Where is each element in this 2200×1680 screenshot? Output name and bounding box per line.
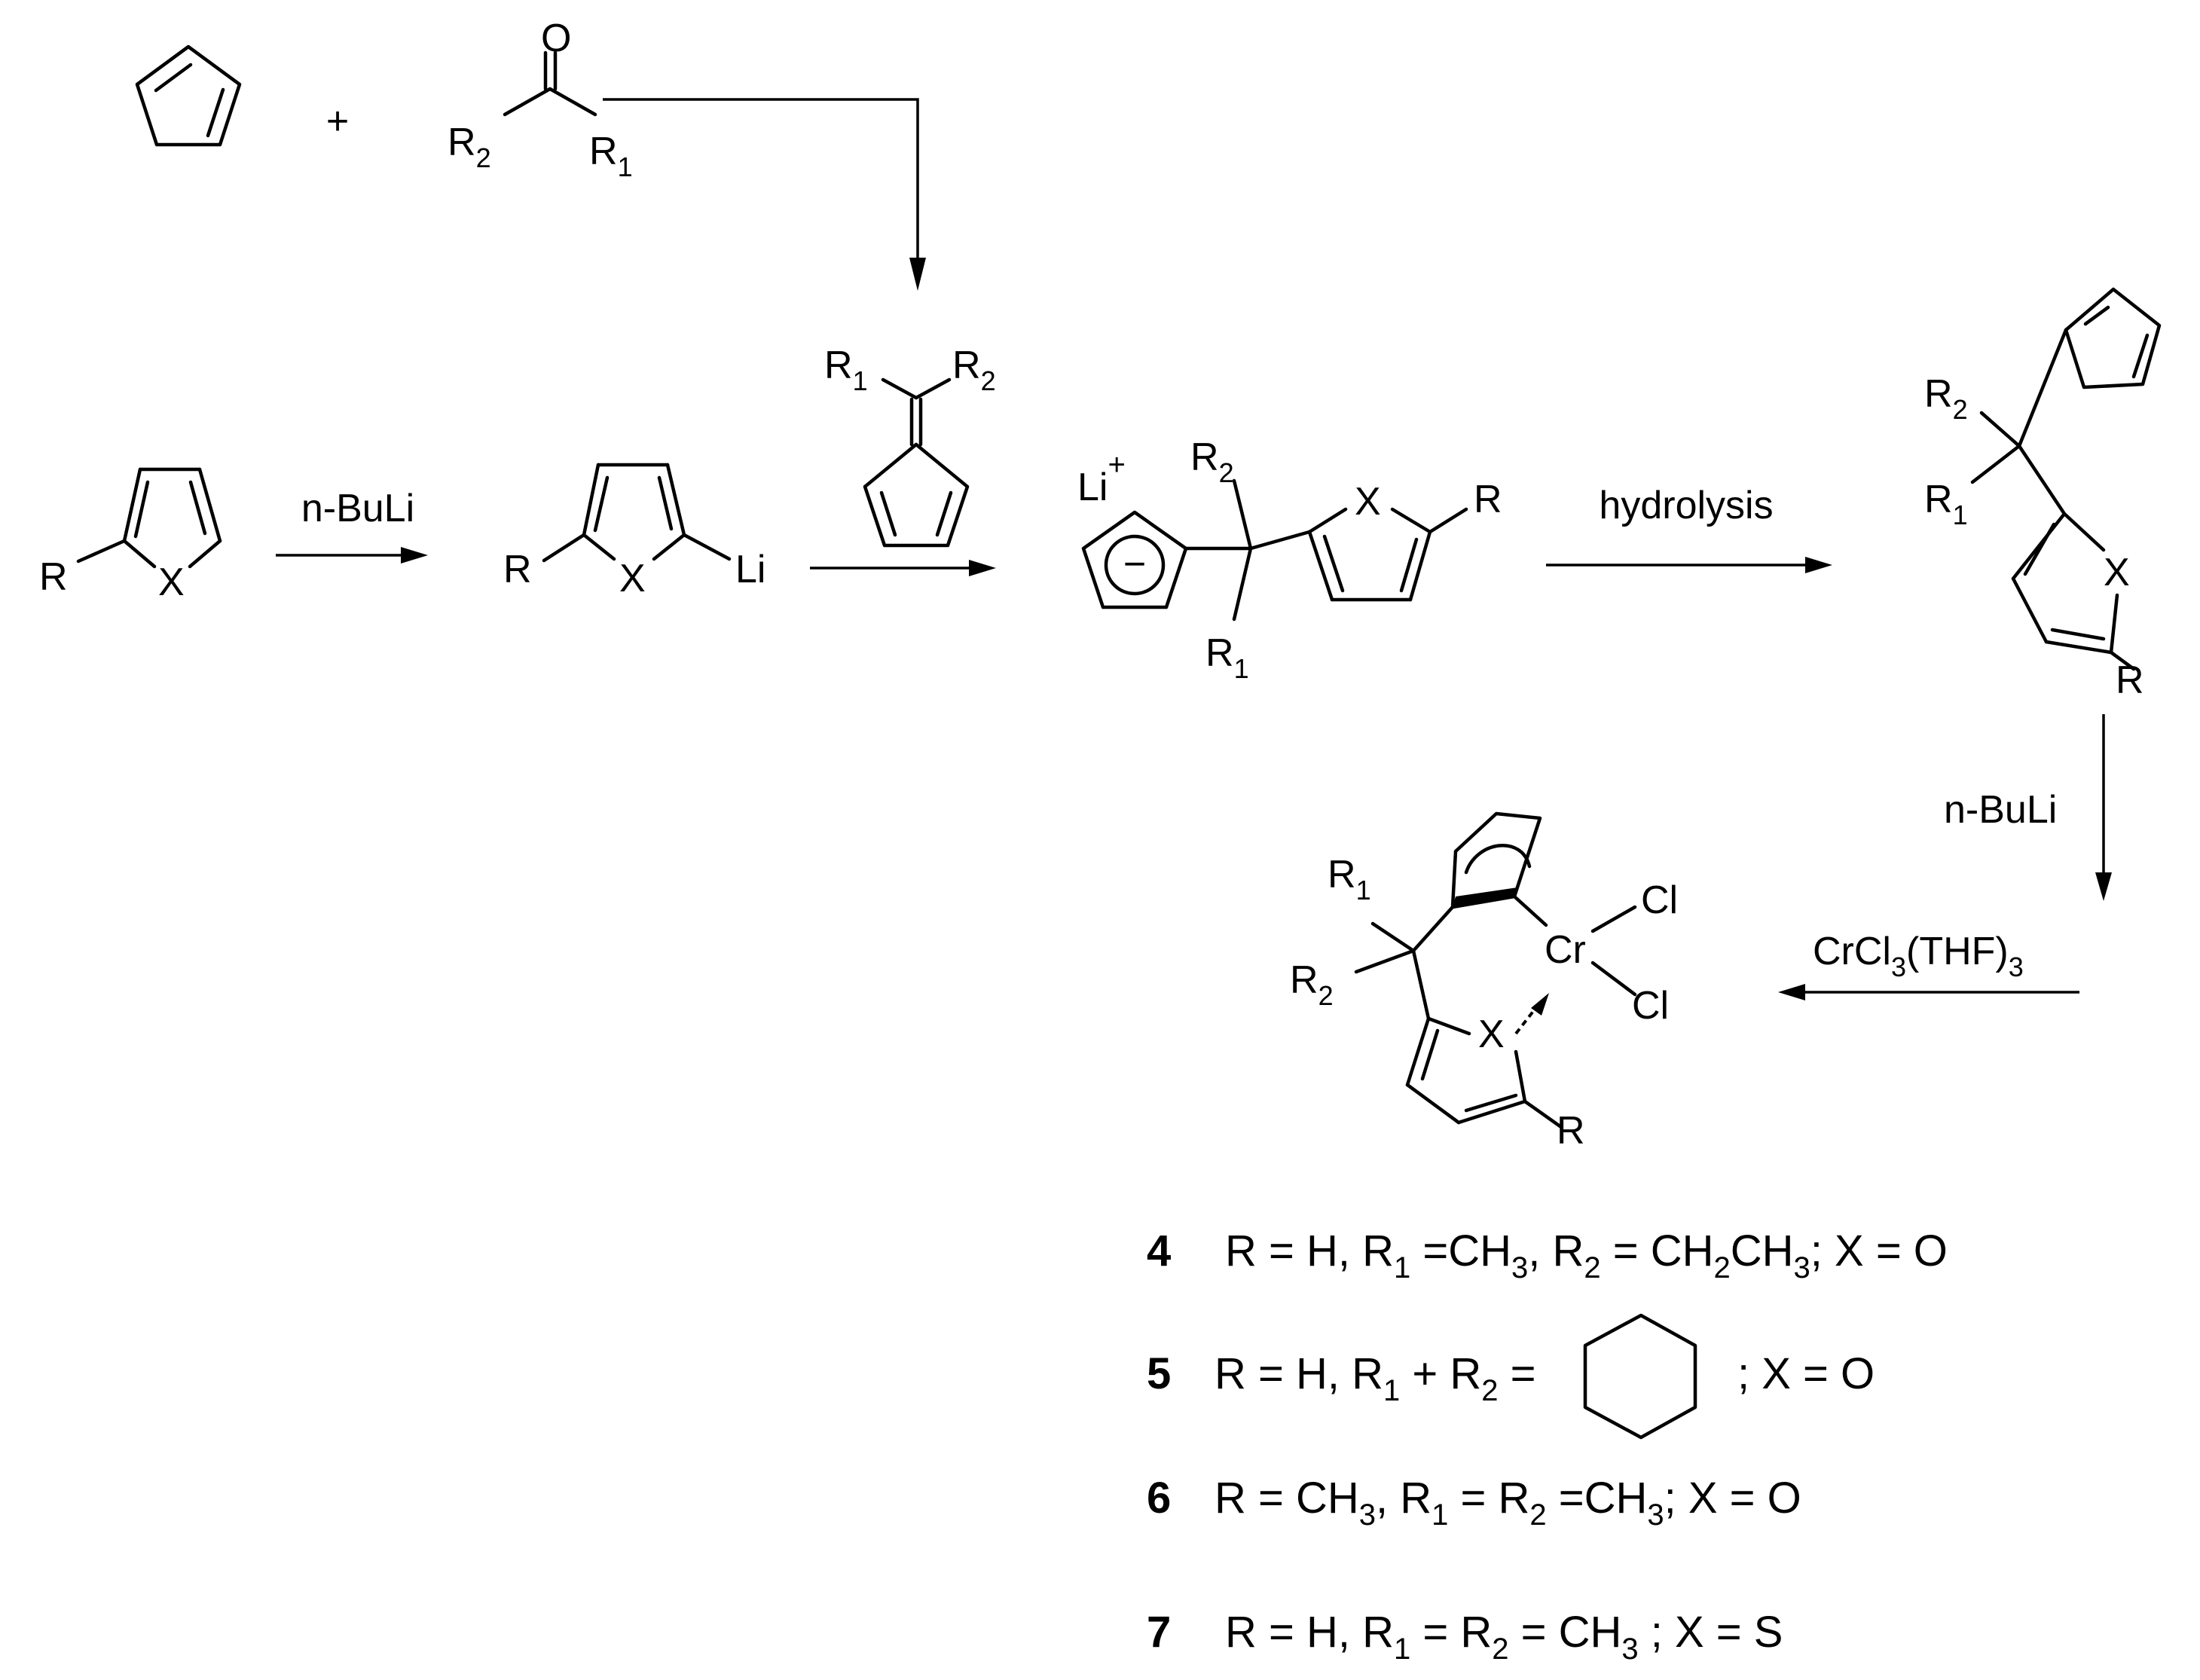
cyclopentadiene-structure	[135, 44, 242, 147]
complex-r1-label: R1	[1328, 853, 1371, 906]
legend-definition: R = CH3, R1 = R2 =CH3; X = O	[1215, 1474, 1801, 1532]
ketone-structure: O R2 R1	[448, 17, 633, 182]
complex-r-label: R	[1557, 1109, 1585, 1153]
fulvene-addition-arrow	[810, 560, 996, 576]
fulvene-r2-label: R2	[952, 344, 996, 396]
ketone-oxygen: O	[541, 17, 571, 60]
legend-number: 7	[1147, 1608, 1171, 1657]
lithiated-heterocycle-structure: R X Li	[503, 463, 765, 600]
fulvene-structure: R1 R2	[824, 344, 996, 548]
legend-number: 5	[1147, 1349, 1171, 1398]
ketone-r2-label: R2	[448, 121, 491, 173]
complex-r2-label: R2	[1290, 958, 1334, 1011]
neutral-r-label: R	[2116, 658, 2144, 702]
legend-row-6: 6 R = CH3, R1 = R2 =CH3; X = O	[1147, 1474, 1801, 1532]
chromium-complex-structure: R1 R2 Cr Cl Cl X R	[1290, 811, 1678, 1153]
plus-sign: +	[326, 99, 349, 143]
nbuli-label-1: n-BuLi	[301, 487, 414, 530]
complex-cr-label: Cr	[1545, 928, 1586, 972]
li-salt-r2-label: R2	[1190, 435, 1234, 488]
complex-cl-top-label: Cl	[1641, 878, 1678, 922]
li-cation-label: Li+	[1077, 448, 1126, 509]
neutral-r1-label: R1	[1924, 478, 1968, 530]
lithium-salt-structure: Li+ − R2 R1 X R	[1077, 435, 1502, 684]
complex-cl-bottom-label: Cl	[1632, 984, 1669, 1028]
legend-row-7: 7 R = H, R1 = R2 = CH3 ; X = S	[1147, 1608, 1783, 1666]
hydrolysis-arrow: hydrolysis	[1546, 484, 1832, 573]
lithiated-x-label: X	[619, 557, 646, 600]
legend-definition: R = H, R1 + R2 =	[1215, 1349, 1536, 1407]
legend-definition: R = H, R1 = R2 = CH3 ; X = S	[1225, 1608, 1783, 1666]
legend-row-5-suffix: ; X = O	[1737, 1349, 1875, 1398]
condensation-arrow	[603, 98, 926, 291]
crcl3-label: CrCl3(THF)3	[1813, 930, 2024, 982]
legend-row-5: 5 R = H, R1 + R2 =	[1147, 1349, 1536, 1407]
chromium-arrow: CrCl3(THF)3	[1778, 930, 2079, 1000]
legend-row-4: 4 R = H, R1 =CH3, R2 = CH2CH3; X = O	[1147, 1226, 1948, 1284]
complex-x-label: X	[1478, 1013, 1505, 1056]
legend-definition: R = H, R1 =CH3, R2 = CH2CH3; X = O	[1225, 1226, 1948, 1284]
li-salt-r1-label: R1	[1205, 631, 1249, 684]
hydrolysis-label: hydrolysis	[1599, 484, 1773, 527]
lithiated-r-label: R	[503, 548, 532, 591]
nbuli-label-2: n-BuLi	[1944, 788, 2057, 832]
fulvene-r1-label: R1	[824, 344, 868, 396]
cyclohexane-ring-icon	[1583, 1313, 1697, 1440]
cp-anion-charge: −	[1123, 542, 1146, 586]
compound-legend: 4 R = H, R1 =CH3, R2 = CH2CH3; X = O 5 R…	[1147, 1226, 1948, 1666]
neutral-r2-label: R2	[1924, 372, 1968, 425]
lithiated-li-label: Li	[735, 548, 765, 591]
neutral-ligand-structure: R2 R1 X R	[1924, 287, 2162, 702]
legend-number: 4	[1147, 1226, 1171, 1275]
li-salt-x-label: X	[1355, 480, 1381, 524]
heterocycle-x-label: X	[158, 561, 185, 604]
heterocycle-structure: R X	[39, 467, 222, 604]
heterocycle-r-label: R	[39, 555, 68, 599]
ketone-r1-label: R1	[589, 130, 633, 182]
nbuli-arrow-2: n-BuLi	[1944, 714, 2112, 901]
nbuli-arrow-1: n-BuLi	[276, 487, 428, 564]
neutral-x-label: X	[2104, 551, 2130, 594]
legend-number: 6	[1147, 1474, 1171, 1523]
li-salt-r-label: R	[1474, 478, 1502, 521]
